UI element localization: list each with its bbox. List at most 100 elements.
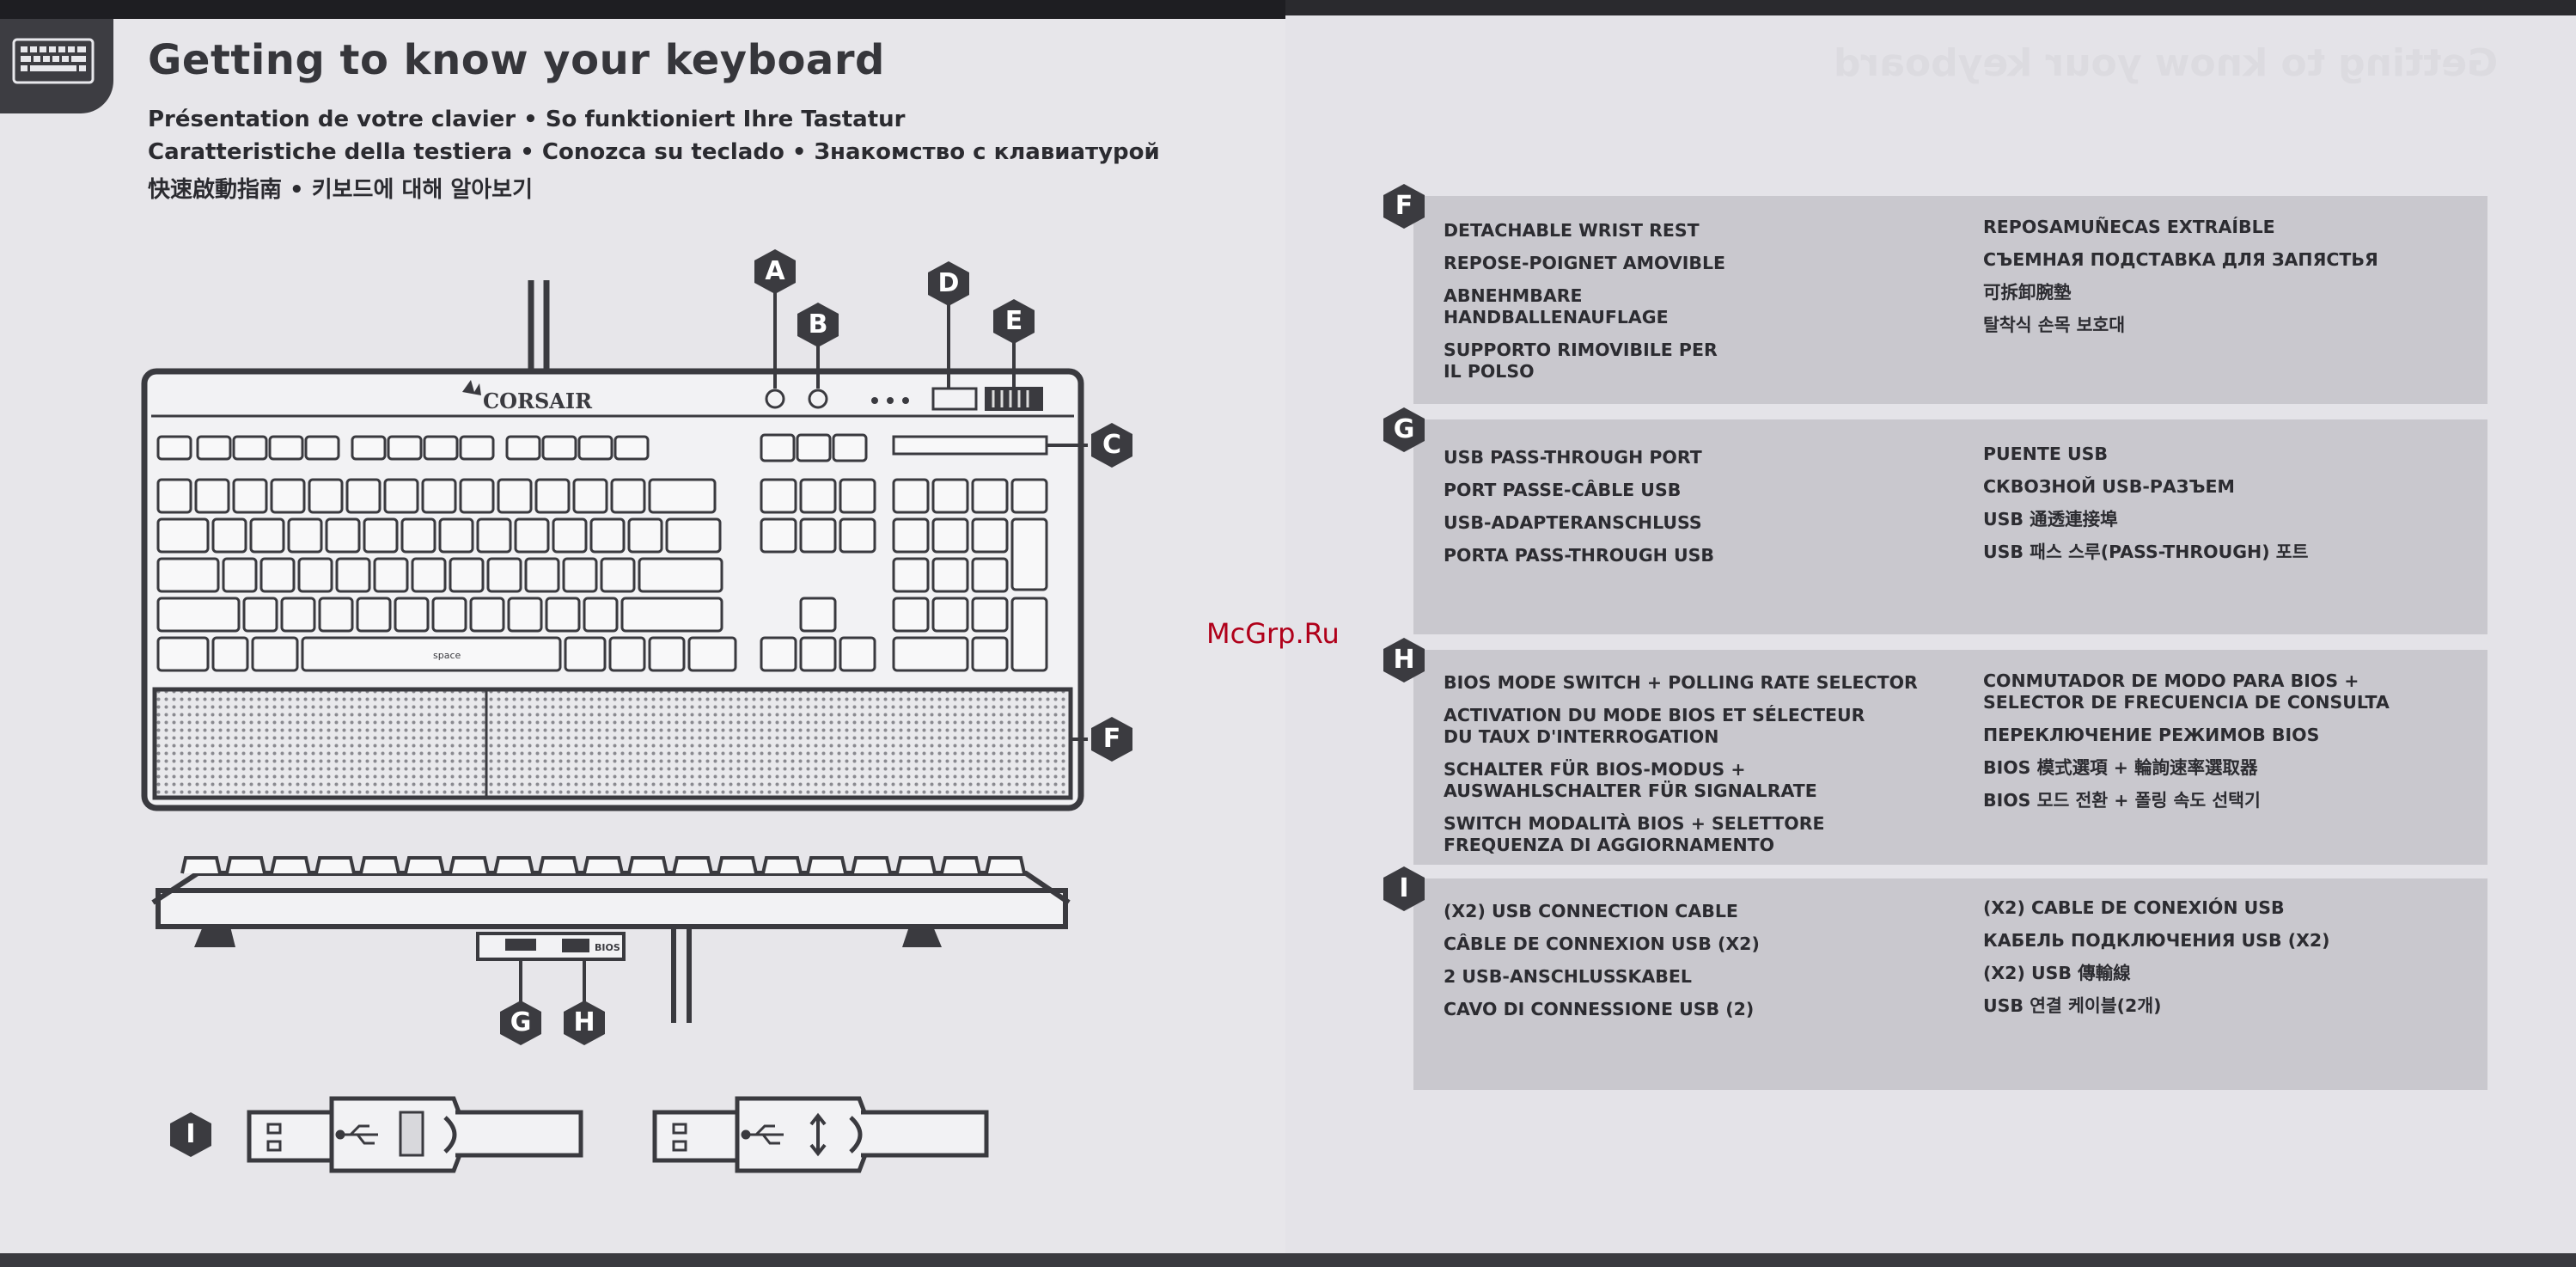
section-i-item: CAVO DI CONNESSIONE USB (2) [1444,999,1755,1019]
section-g-item: PORT PASSE-CÂBLE USB [1444,480,1682,500]
callout-badge-c: C [1090,421,1134,469]
callout-badge-g: G [498,999,543,1047]
section-g-item: PORTA PASS-THROUGH USB [1444,545,1714,566]
callout-badge-e: E [992,297,1036,346]
section-f-left-text: DETACHABLE WRIST REST REPOSE-POIGNET AMO… [1444,220,1959,394]
key [760,636,797,672]
key [232,435,268,461]
section-f-item: 탈착식 손목 보호대 [1983,315,2126,335]
key [156,597,241,633]
key [431,597,467,633]
key [383,478,419,514]
key-grid [156,433,1048,672]
key [562,557,598,593]
section-f-item: СЪЕМНАЯ ПОДСТАВКА ДЛЯ ЗАПЯСТЬЯ [1983,249,2378,270]
key [534,478,571,514]
section-h-item: SWITCH MODALITÀ BIOS + SELETTORE FREQUEN… [1444,813,1825,855]
key [505,435,541,461]
side-keycap [717,856,758,874]
side-keycap [851,856,892,874]
key [832,433,868,462]
key [268,435,304,461]
section-f-item: DETACHABLE WRIST REST [1444,220,1700,241]
bleed-through-title: Getting to know your keyboard [1834,41,2499,85]
key [541,435,577,461]
side-keycap [538,856,579,874]
key [589,517,626,554]
section-g-left-text: USB PASS-THROUGH PORT PORT PASSE-CÂBLE U… [1444,447,1959,578]
key [552,517,588,554]
section-g-panel [1413,419,2487,634]
key [387,435,423,461]
side-keycap [270,856,311,874]
key [638,557,723,593]
callout-badge-i: I [168,1111,213,1159]
key [627,517,663,554]
section-i-right-text: (X2) CABLE DE CONEXIÓN USB КАБЕЛЬ ПОДКЛЮ… [1983,897,2464,1028]
section-g-item: USB-ADAPTERANSCHLUSS [1444,512,1702,533]
key [356,597,392,633]
key [411,557,447,593]
key [892,597,930,633]
section-i-left-text: (X2) USB CONNECTION CABLE CÂBLE DE CONNE… [1444,901,1959,1031]
section-f-item: ABNEHMBARE HANDBALLENAUFLAGE [1444,285,1669,327]
keyboard-icon-tab [0,19,113,113]
side-keycap [493,856,534,874]
section-badge-g: G [1382,406,1426,454]
section-h-item: ПЕРЕКЛЮЧЕНИЕ РЕЖИМОВ BIOS [1983,725,2320,745]
key [524,557,560,593]
key [400,517,436,554]
key [469,597,505,633]
section-i-item: (X2) USB CONNECTION CABLE [1444,901,1738,921]
key [363,517,399,554]
section-f-item: 可拆卸腕墊 [1983,282,2072,303]
side-keycap [806,856,847,874]
key [1010,517,1048,591]
key [839,517,876,554]
side-keycap [180,856,222,874]
key [459,478,495,514]
key [1010,597,1048,672]
section-i-item: (X2) CABLE DE CONEXIÓN USB [1983,897,2285,918]
key [799,597,837,633]
key [687,636,737,672]
key [486,557,522,593]
side-keycap [314,856,356,874]
key [760,517,797,554]
section-h-item: BIOS 模式選項 + 輪詢速率選取器 [1983,757,2258,778]
callout-badge-d: D [926,260,971,308]
key [839,478,876,514]
key [280,597,316,633]
key [156,517,210,554]
key [799,478,837,514]
key [373,557,409,593]
section-f-item: SUPPORTO RIMOVIBILE PER IL POLSO [1444,340,1718,382]
key [1010,478,1048,514]
key [583,597,619,633]
callout-badge-b: B [796,301,840,349]
section-h-item: BIOS 모드 전환 + 폴링 속도 선택기 [1983,790,2261,811]
key [394,597,430,633]
key [577,435,613,461]
side-keycap [225,856,266,874]
callout-badge-f: F [1090,715,1134,763]
key [564,636,607,672]
key [194,478,230,514]
key [423,435,459,461]
section-i-item: КАБЕЛЬ ПОДКЛЮЧЕНИЯ USB (X2) [1983,930,2330,951]
section-g-right-text: PUENTE USB СКВОЗНОЙ USB-РАЗЪЕМ USB 通透連接埠… [1983,444,2464,574]
side-keycap [761,856,803,874]
key [514,517,550,554]
key [931,597,969,633]
key [287,517,323,554]
side-keycap [672,856,713,874]
side-keycap [895,856,937,874]
section-f-item: REPOSE-POIGNET AMOVIBLE [1444,253,1726,273]
bios-label: BIOS [595,942,620,953]
subtitle-line-2: Caratteristiche della testiera • Conozca… [148,139,1160,165]
key [297,557,333,593]
section-f-item: REPOSAMUÑECAS EXTRAÍBLE [1983,217,2275,237]
key [839,636,876,672]
section-h-item: ACTIVATION DU MODE BIOS ET SÉLECTEUR DU … [1444,705,1865,747]
keyboard-icon [12,38,95,84]
